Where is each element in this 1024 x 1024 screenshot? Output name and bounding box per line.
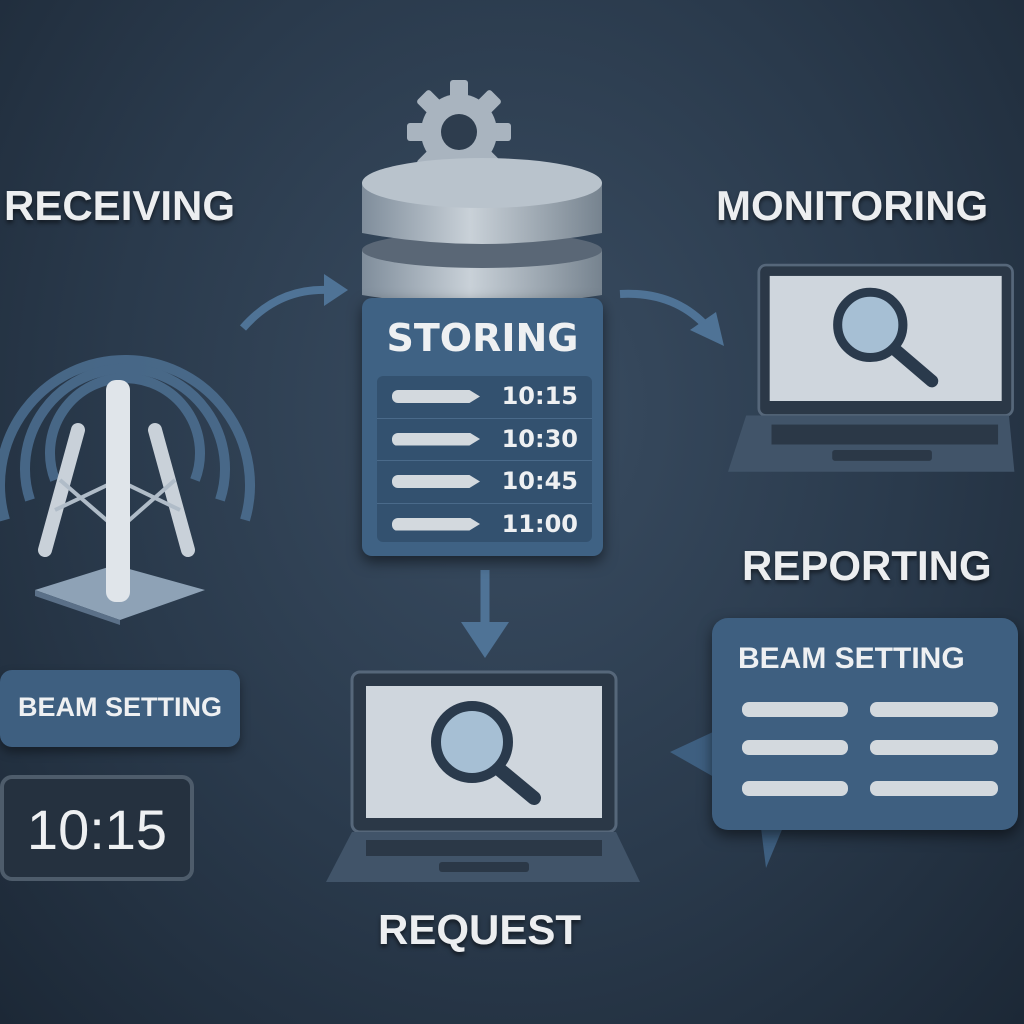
antenna-tower-icon [0,355,255,625]
reporting-bubble-title: BEAM SETTING [738,642,965,675]
log-entry: 10:15 [377,376,592,419]
report-line [870,781,998,796]
entry-bar [392,475,480,488]
storing-title: STORING [386,316,579,360]
storing-panel: STORING 10:15 10:30 10:45 11:00 [362,298,603,556]
entry-time: 11:00 [501,509,578,538]
arrow-storing-to-monitoring-icon [619,289,724,346]
log-entry: 10:30 [377,419,592,461]
entry-time: 10:45 [501,467,578,495]
entry-bar [392,432,480,446]
log-entry: 11:00 [377,504,592,546]
report-line [742,702,848,717]
arrow-storing-to-request-icon [461,570,509,658]
reporting-heading: REPORTING [742,542,992,589]
entry-time: 10:30 [501,424,578,453]
request-heading: REQUEST [378,906,582,953]
report-line [870,702,998,717]
monitoring-heading: MONITORING [716,182,989,229]
entry-time: 10:15 [501,382,578,410]
report-line [742,781,848,796]
gear-icon [407,80,511,184]
database-icon [362,158,602,305]
monitoring-laptop-icon [728,263,1015,472]
report-line [870,740,998,755]
beam-setting-label: BEAM SETTING [17,692,222,722]
entry-bar [392,390,480,403]
request-laptop-icon [326,670,640,882]
receiving-heading: RECEIVING [4,182,236,229]
arrow-receiving-to-storing-icon [239,274,348,331]
log-entry: 10:45 [377,461,592,504]
storing-log-list: 10:15 10:30 10:45 11:00 [377,376,592,542]
report-line [742,740,848,755]
time-value: 10:15 [26,798,168,861]
entry-bar [392,517,480,531]
beam-setting-pill: BEAM SETTING [0,670,240,747]
time-display: 10:15 [0,775,194,881]
reporting-bubble: BEAM SETTING [712,618,1018,830]
